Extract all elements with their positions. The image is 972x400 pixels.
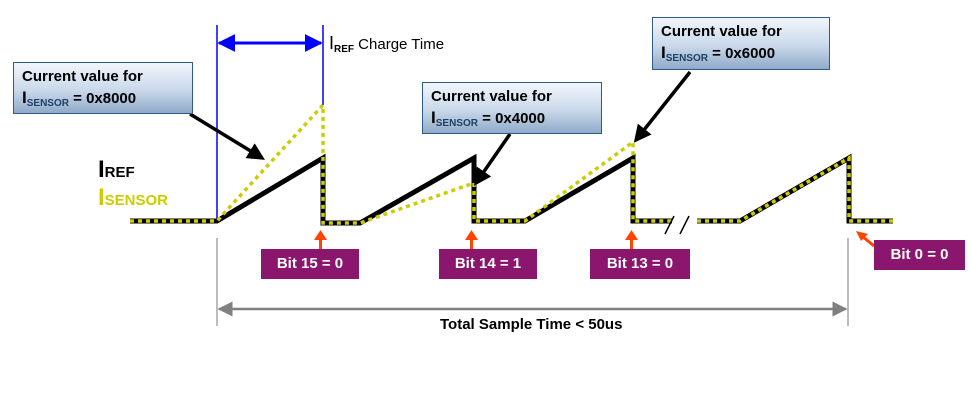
iref-segment-1 [130, 153, 672, 226]
bit15-arrow [314, 230, 327, 250]
charge-time-label: IREF Charge Time [329, 33, 445, 55]
callout-isensor-0x4000: Current value for ISENSOR = 0x4000 [422, 82, 602, 134]
isensor-label: ISENSOR [98, 184, 169, 211]
callout-2-pointer [474, 133, 512, 186]
callout-3-pointer [633, 70, 692, 143]
bit14-box: Bit 14 = 1 [439, 249, 537, 279]
bit0-arrow [856, 231, 875, 248]
bit15-box: Bit 15 = 0 [261, 249, 359, 279]
callout-1-pointer [189, 112, 265, 160]
bit0-box: Bit 0 = 0 [874, 240, 965, 270]
break-mark-right [679, 215, 690, 235]
bit13-box: Bit 13 = 0 [590, 249, 690, 279]
total-sample-label: Total Sample Time < 50us [440, 316, 623, 333]
callout-isensor-0x8000: Current value for ISENSOR = 0x8000 [13, 62, 193, 114]
isensor-waveform [130, 100, 893, 225]
callout-isensor-0x6000: Current value for ISENSOR = 0x6000 [652, 17, 830, 70]
bit13-arrow [625, 230, 638, 250]
break-mark-left [664, 215, 675, 235]
bit14-arrow [465, 230, 478, 250]
iref-label: IREF [98, 156, 135, 183]
